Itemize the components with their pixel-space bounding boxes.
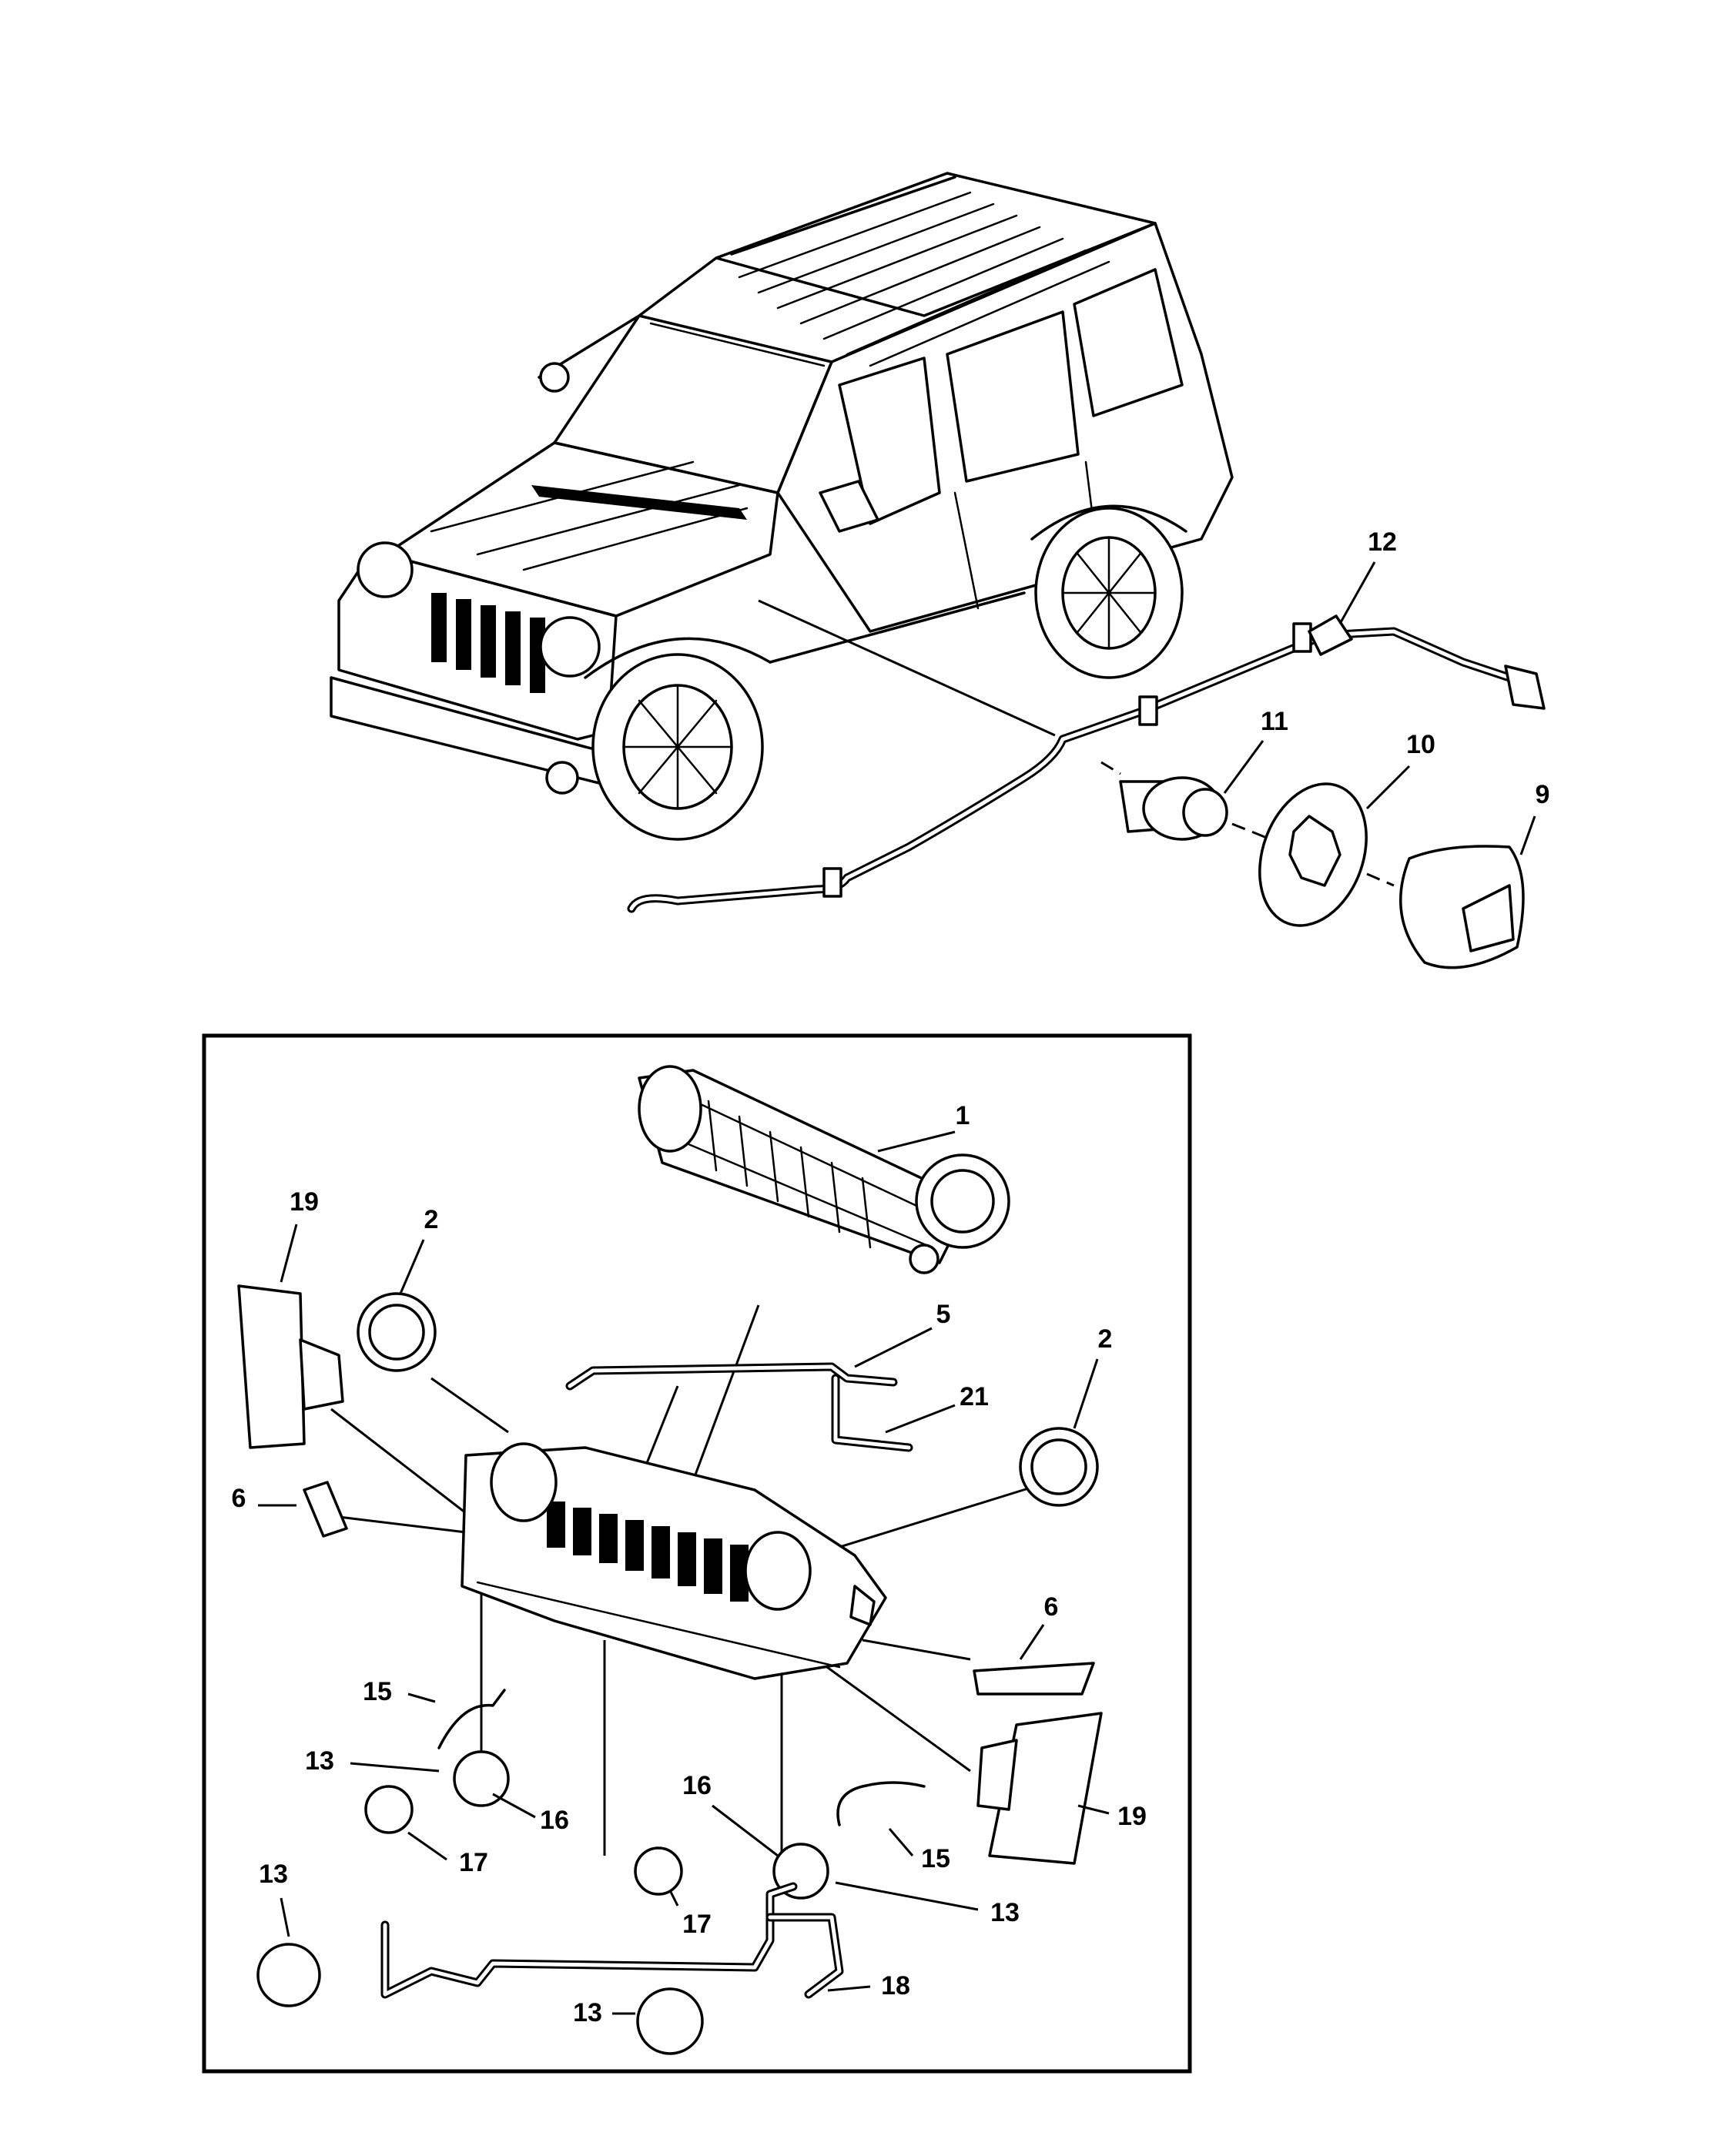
headlamp-2-left [357, 1292, 437, 1372]
callout-2-left: 2 [424, 1205, 439, 1234]
callout-15-left: 15 [363, 1677, 392, 1706]
callout-2-right: 2 [1098, 1324, 1113, 1354]
fog-lamp-13-b [636, 1987, 704, 2055]
callout-1: 1 [956, 1101, 970, 1130]
callout-15-right: 15 [921, 1844, 950, 1873]
callout-21: 21 [960, 1382, 989, 1411]
callouts-inset: 1 19 2 5 21 2 6 6 15 13 16 17 16 19 15 1… [232, 1101, 1147, 2027]
callout-17-right: 17 [682, 1910, 712, 1939]
side-marker-lamp-19-right [976, 1712, 1103, 1865]
fog-harness-18 [380, 1882, 844, 1999]
callout-10: 10 [1406, 730, 1435, 759]
bezel-6-left [303, 1481, 348, 1538]
fog-lamp-16-left [453, 1750, 510, 1807]
callout-11: 11 [1261, 707, 1288, 736]
callout-9: 9 [1536, 780, 1550, 809]
callout-13-b: 13 [573, 1998, 602, 2027]
vehicle-illustration [330, 172, 1234, 841]
lamp-socket-11 [1100, 761, 1271, 841]
callout-6-right: 6 [1044, 1592, 1059, 1622]
callout-19-right: 19 [1117, 1802, 1147, 1831]
gasket-10 [1258, 782, 1395, 927]
callout-13-left: 13 [305, 1746, 334, 1776]
callout-18: 18 [881, 1971, 910, 2000]
lamp-lens-9 [1399, 845, 1525, 969]
wire-15-left [437, 1689, 506, 1749]
bezel-6-right [973, 1662, 1095, 1696]
callout-5: 5 [936, 1300, 951, 1329]
top-harness [627, 614, 1546, 913]
callouts-top: 12 11 10 9 [1223, 527, 1550, 855]
fog-bezel-17-right [634, 1846, 683, 1896]
headlamp-2-right [1019, 1427, 1099, 1507]
callout-13-right: 13 [990, 1898, 1020, 1927]
callout-6-left: 6 [232, 1484, 246, 1513]
front-fascia [461, 1442, 887, 1680]
callout-12: 12 [1368, 527, 1397, 557]
fog-lamp-13-a [256, 1943, 321, 2007]
fog-bezel-17-left [364, 1785, 414, 1834]
radiator-support-1 [638, 1065, 1010, 1274]
callout-17-left: 17 [459, 1848, 488, 1877]
callout-16-right: 16 [682, 1771, 712, 1800]
callout-16-left: 16 [540, 1806, 569, 1835]
callout-13-a: 13 [259, 1860, 288, 1889]
wire-15-right [836, 1781, 926, 1826]
inset-frame [202, 1033, 1192, 2074]
side-marker-lamp-19-left [237, 1284, 344, 1449]
callout-19-left: 19 [290, 1187, 319, 1217]
harness-5-21 [565, 1362, 913, 1452]
vehicle-leader-line [758, 599, 1056, 737]
